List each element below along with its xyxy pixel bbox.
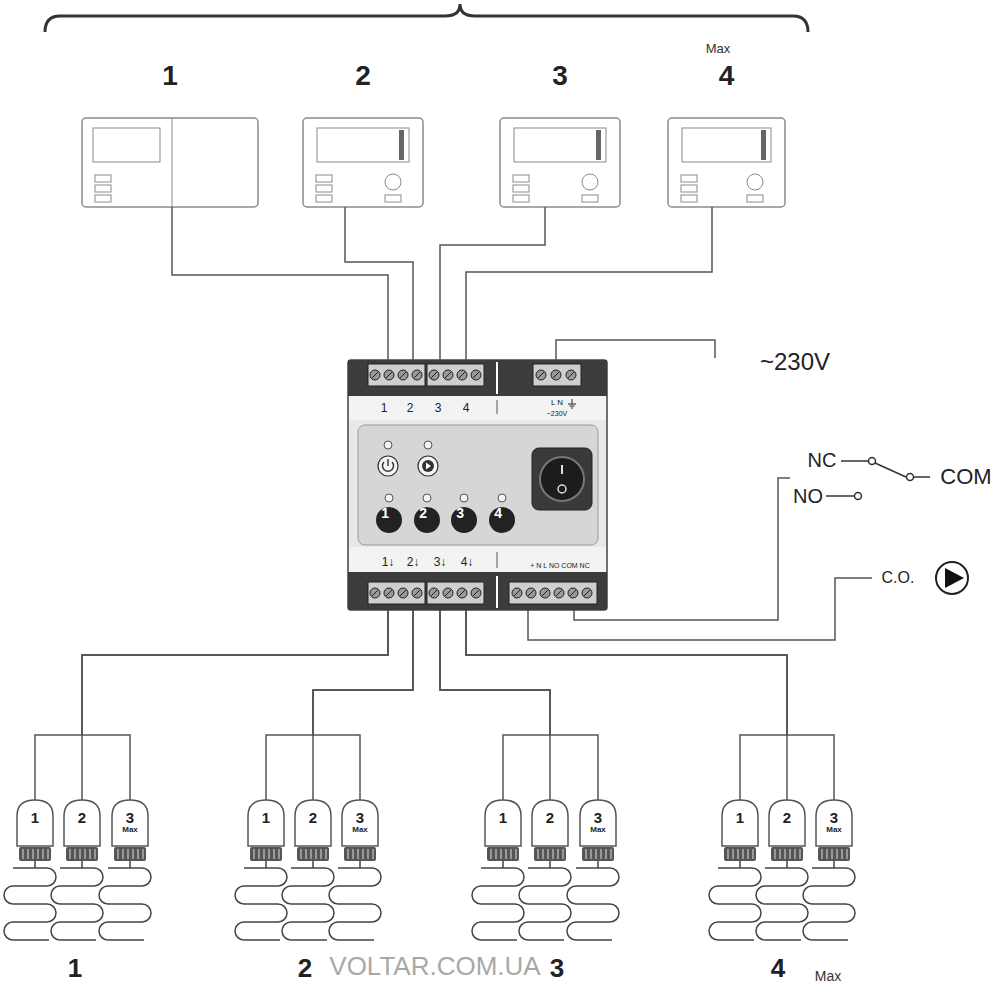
actuators-and-loops — [4, 800, 855, 940]
actuator-number: 2 — [783, 810, 791, 825]
max-note: Max — [706, 42, 731, 55]
terminal-label: 1↓ — [382, 556, 395, 568]
thermostat-number: 2 — [355, 60, 371, 92]
terminal-label: 2 — [407, 402, 414, 414]
wire — [440, 207, 545, 360]
terminal-label: 3↓ — [434, 556, 447, 568]
wire — [466, 207, 712, 360]
thermal-actuator: 1 — [485, 800, 521, 845]
wire — [313, 610, 413, 800]
actuator-number: 1 — [736, 810, 744, 825]
controller-housing — [348, 360, 607, 610]
wire — [466, 610, 834, 800]
actuator-number: 3 — [830, 810, 838, 825]
zone-number: 2 — [419, 506, 427, 520]
thermal-actuator: 1 — [722, 800, 758, 845]
pump-wire — [528, 578, 872, 640]
max-note: Max — [815, 969, 841, 983]
pump-symbol — [936, 562, 968, 594]
terminal-label: 3 — [435, 402, 442, 414]
wire — [82, 610, 388, 800]
thermal-actuator: 2 — [532, 800, 568, 845]
wire — [313, 610, 413, 800]
terminal-label: 4↓ — [461, 556, 474, 568]
thermal-actuator: 3Max — [112, 800, 148, 845]
wire — [466, 610, 787, 800]
thermal-actuator: 2 — [64, 800, 100, 845]
zone-number: 4 — [771, 955, 785, 981]
bracket — [45, 4, 808, 32]
wire — [466, 610, 787, 800]
zone-number: 3 — [548, 955, 566, 981]
actuator-note: Max — [826, 826, 842, 834]
thermostat-number: 3 — [552, 60, 568, 92]
zone-number: 2 — [298, 955, 312, 981]
thermal-actuator: 3Max — [342, 800, 378, 845]
actuator-number: 3 — [356, 810, 364, 825]
zone-led-button: 3 — [451, 507, 477, 533]
wire — [440, 610, 598, 800]
zone-led-button: 2 — [414, 507, 440, 533]
wire — [172, 207, 388, 360]
wire — [345, 207, 413, 360]
actuator-number: 3 — [594, 810, 602, 825]
thermostat-number: 4 — [719, 60, 735, 92]
contact-name: COM — [940, 466, 991, 488]
wire — [266, 610, 413, 800]
room-thermostat: 3 — [500, 60, 620, 207]
watermark: VOLTAR.COM.UA — [329, 953, 540, 979]
terminal-label: ~230V — [547, 410, 567, 417]
actuator-note: Max — [122, 826, 138, 834]
zone-number: 3 — [456, 506, 464, 520]
actuator-note: Max — [352, 826, 368, 834]
actuator-number: 1 — [262, 810, 270, 825]
zone-number: 1 — [68, 955, 82, 981]
actuator-number: 1 — [31, 810, 39, 825]
actuator-number: 2 — [546, 810, 554, 825]
zone-number: 4 — [494, 506, 502, 520]
actuator-note: Max — [590, 826, 606, 834]
thermal-actuator: 3Max — [816, 800, 852, 845]
thermal-actuator: 2 — [295, 800, 331, 845]
room-thermostat: 1 — [82, 60, 258, 207]
wire — [82, 610, 388, 800]
zone-led-button: 1 — [376, 507, 402, 533]
wire — [440, 610, 550, 800]
wire — [35, 610, 388, 800]
terminal-label: 4 — [463, 402, 470, 414]
thermostat-number: 1 — [162, 60, 178, 92]
terminal-label: L N — [551, 399, 563, 407]
terminal-label: + N L NO COM NC — [530, 562, 589, 569]
thermal-actuator: 1 — [17, 800, 53, 845]
terminal-label: 2↓ — [407, 556, 420, 568]
actuator-number: 2 — [78, 810, 86, 825]
controller-module: 1 2 3 4 L N ~230V 1↓ 2↓ 3↓ 4↓ + N L NO COM NC 1 2 3 4 — [348, 360, 607, 610]
wire — [440, 610, 550, 800]
contact-name: NC — [808, 450, 837, 470]
relay-wire — [574, 478, 790, 620]
thermal-actuator: 1 — [248, 800, 284, 845]
actuator-number: 2 — [309, 810, 317, 825]
thermal-actuator: 2 — [769, 800, 805, 845]
terminal-label: 1 — [381, 402, 388, 414]
zone-led-button: 4 — [489, 507, 515, 533]
room-thermostat: 4 — [668, 60, 785, 207]
zone-number: 1 — [381, 506, 389, 520]
thermal-actuator: 3Max — [580, 800, 616, 845]
room-thermostat: 2 — [303, 60, 423, 207]
pump-label: C.O. — [882, 570, 915, 586]
actuator-number: 3 — [126, 810, 134, 825]
thermostat-drawings — [82, 118, 785, 207]
contact-name: NO — [793, 486, 823, 506]
power-wire — [556, 340, 715, 360]
supply-voltage: ~230V — [760, 350, 830, 374]
relay-contact-symbol — [826, 458, 930, 500]
actuator-number: 1 — [499, 810, 507, 825]
